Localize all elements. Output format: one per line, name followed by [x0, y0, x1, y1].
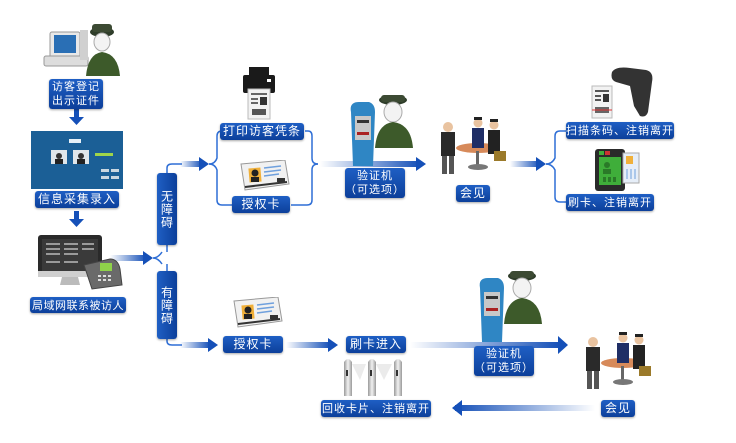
bottom-id-card-icon	[228, 296, 284, 329]
bottom-verifier-line2: （可选项）	[474, 361, 534, 374]
top-meeting-box: 会见	[456, 185, 490, 202]
top-meeting-people-icon	[438, 115, 508, 180]
bottom-auth-card-box: 授权卡	[223, 336, 283, 353]
computer-phone-icon	[36, 235, 126, 295]
card-exit-label: 刷卡、注销离开	[568, 196, 652, 209]
collect-label: 信息采集录入	[37, 192, 116, 206]
swipe-enter-label: 刷卡进入	[349, 337, 402, 351]
top-meeting-label: 会见	[459, 186, 486, 200]
swipe-enter-box: 刷卡进入	[346, 336, 406, 353]
card-exit-box: 刷卡、注销离开	[566, 194, 654, 211]
printer-icon	[243, 67, 275, 121]
bottom-verifier-guard-icon	[474, 268, 544, 344]
turnstile-icon	[340, 356, 412, 400]
top-verifier-line2: （可选项）	[345, 183, 405, 196]
recycle-exit-box: 回收卡片、注销离开	[321, 400, 431, 417]
with-barrier-label: 有障碍	[159, 285, 174, 325]
arrow-to-bottom-card	[180, 338, 218, 352]
arrow-to-top-options	[180, 157, 209, 171]
bottom-meeting-box: 会见	[601, 400, 635, 417]
arrow-to-exit-options	[510, 157, 546, 171]
no-barrier-branch: 无障碍	[157, 173, 177, 245]
top-verifier-line1: 验证机	[357, 169, 393, 182]
with-barrier-branch: 有障碍	[157, 271, 177, 339]
bottom-auth-card-label: 授权卡	[233, 337, 273, 351]
capture-screen-icon	[31, 131, 123, 189]
kiosk-with-guard-icon	[40, 18, 130, 78]
print-slip-label: 打印访客凭条	[222, 124, 301, 138]
arrow-to-branch	[110, 251, 153, 265]
no-barrier-label: 无障碍	[159, 189, 174, 229]
collect-box: 信息采集录入	[35, 191, 119, 208]
card-reader-icon	[593, 147, 643, 193]
arrow-to-meeting-bottom	[410, 336, 568, 354]
arrow-back-to-exit	[452, 400, 595, 416]
arrow-down-1	[69, 109, 84, 125]
register-line1: 访客登记	[52, 80, 100, 93]
top-auth-card-box: 授权卡	[232, 196, 290, 213]
top-auth-card-label: 授权卡	[241, 197, 281, 211]
register-box: 访客登记 出示证件	[49, 79, 103, 109]
scan-exit-label: 扫描条码、注销离开	[566, 124, 674, 137]
bottom-verifier-line1: 验证机	[486, 347, 522, 360]
print-slip-box: 打印访客凭条	[220, 123, 304, 140]
recycle-exit-label: 回收卡片、注销离开	[322, 402, 430, 415]
arrow-to-swipe	[286, 338, 338, 352]
top-verifier-box: 验证机 （可选项）	[345, 168, 405, 198]
bottom-verifier-box: 验证机 （可选项）	[474, 346, 534, 376]
arrow-down-2	[69, 211, 84, 227]
contact-box: 局域网联系被访人	[30, 297, 126, 313]
top-verifier-guard-icon	[345, 92, 415, 168]
register-line2: 出示证件	[52, 94, 100, 107]
barcode-scanner-icon	[590, 66, 660, 120]
contact-label: 局域网联系被访人	[32, 298, 124, 312]
id-card-icon	[235, 159, 291, 192]
scan-exit-box: 扫描条码、注销离开	[566, 122, 674, 139]
bottom-meeting-people-icon	[583, 330, 653, 395]
bottom-meeting-label: 会见	[604, 401, 631, 415]
